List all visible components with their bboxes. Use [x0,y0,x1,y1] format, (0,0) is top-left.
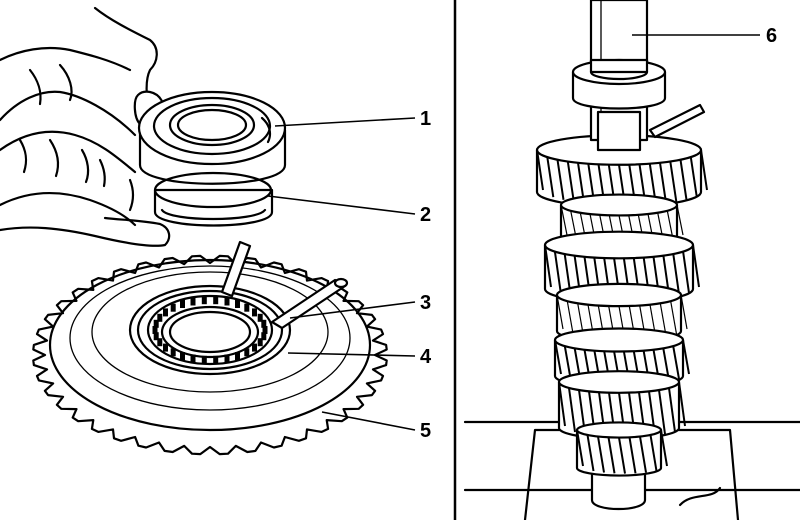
gear-tooth [680,294,688,330]
leader-3 [289,301,416,319]
gear-stack [535,134,708,477]
needle-bearing [146,294,274,366]
stack-gear-face [575,421,663,439]
stack-gear-face [543,230,695,260]
needle-roller [262,326,268,334]
needle-roller [213,296,219,305]
gear-tooth [566,161,575,202]
needle-roller [180,352,185,360]
gear-tooth [558,381,566,427]
needle-roller [180,300,185,308]
gear-tooth [649,434,658,472]
gear-tooth [676,204,684,236]
needle-roller [163,343,168,352]
shaft-stub [590,466,647,510]
puller-rods [220,240,349,330]
stack-gear-face [559,193,679,217]
needle-roller [201,296,207,305]
needle-roller [244,348,250,357]
gear-tooth [669,161,678,202]
needle-roller [170,348,176,357]
needle-roller [252,308,257,317]
gear-tooth [586,434,595,472]
gear-tooth [672,253,681,297]
leader-4 [287,352,416,357]
needle-roller [201,355,207,364]
gear-tooth [554,339,562,375]
gear-tooth [700,149,708,191]
bearing-race [137,90,287,185]
needle-roller [257,313,263,322]
needle-roller [213,355,219,364]
gear-tooth [682,339,690,375]
needle-roller [235,352,240,360]
gear-tooth [682,251,691,294]
gear-tooth [689,156,698,198]
gear-tooth [560,204,568,236]
gear-tooth [618,437,626,474]
needle-roller [157,338,163,347]
gear-tooth [670,301,678,336]
gear-tooth [678,381,686,427]
mainshaft [571,0,706,152]
gear-tooth [597,436,605,473]
needle-roller [157,313,163,322]
needle-roller [224,297,230,306]
gear-tooth [563,345,572,381]
left-panel [0,6,388,456]
gear-tooth [536,149,544,191]
callout-6: 6 [766,25,777,47]
gear-tooth [660,429,668,467]
gear-tooth [546,156,555,198]
thrust-washer [153,171,274,227]
gear-tooth [639,436,647,473]
gear-tooth [544,244,552,288]
stack-gear-face [553,327,685,353]
needle-roller [152,326,158,334]
leader-2 [267,195,416,215]
gear-tooth [692,244,700,288]
needle-roller [252,343,257,352]
callout-2: 2 [420,204,431,226]
gear-tooth [556,159,565,200]
gear-tooth [576,429,584,467]
needle-roller [163,308,168,317]
needle-roller [261,332,267,341]
needle-roller [190,297,196,306]
needle-roller [190,354,196,363]
needle-roller [261,319,267,328]
gear-tooth [679,159,688,200]
gear-tooth [628,437,637,474]
gear-tooth [553,251,562,294]
leader-1 [274,117,416,127]
gear-tooth [566,301,574,336]
needle-roller [224,354,230,363]
callout-5: 5 [420,420,431,442]
needle-roller [153,332,159,341]
gear-tooth [568,387,576,433]
needle-roller [235,300,240,308]
needle-roller [257,338,263,347]
gear-tooth [659,162,667,203]
gear-tooth [668,387,676,433]
gear-tooth [556,294,564,330]
leader-5 [321,411,416,431]
needle-roller [170,303,176,312]
gear-tooth [672,345,681,381]
needle-roller [153,319,159,328]
leader-lines [267,34,760,431]
stack-gear-face [555,282,683,308]
stack-gear-face [557,370,681,394]
callout-labels: 1 2 3 4 5 6 [420,25,777,442]
right-panel [463,0,800,520]
callout-1: 1 [420,108,431,130]
gear-tooth [658,389,666,435]
gear-tooth [607,437,616,474]
callout-3: 3 [420,292,431,314]
needle-roller [244,303,250,312]
callout-4: 4 [420,346,432,368]
